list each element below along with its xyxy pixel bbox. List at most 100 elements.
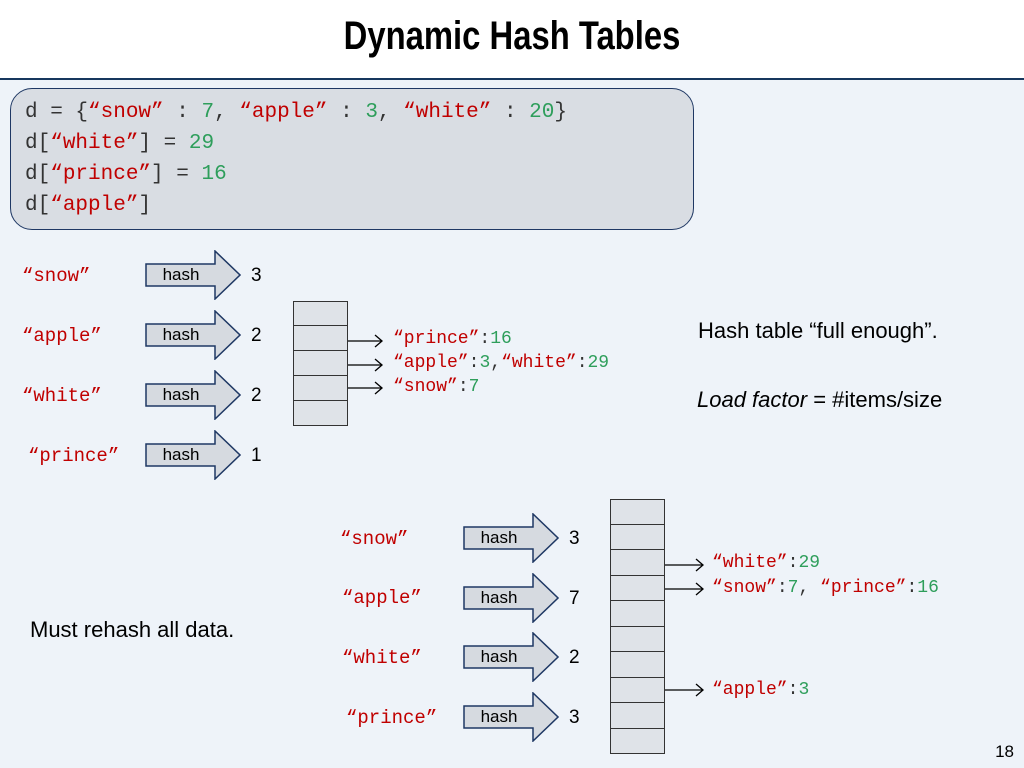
hash-index: 2 (251, 325, 262, 346)
code-text: ] (138, 194, 152, 217)
bucket-entry: “apple”:3 (712, 680, 809, 700)
key-apple: “apple” (342, 587, 422, 609)
hash-index: 2 (251, 385, 262, 406)
entry-key: “snow” (712, 578, 777, 598)
hash-index: 3 (569, 528, 580, 549)
hash-arrow-icon (463, 632, 559, 682)
title-bar (0, 0, 1024, 78)
load-factor-note: Load factor = #items/size (697, 387, 942, 413)
code-text: d[ (25, 163, 51, 186)
entry-key: “white” (501, 353, 577, 373)
bucket-array-small (293, 301, 348, 426)
full-enough-note: Hash table “full enough”. (698, 318, 938, 343)
code-value: 16 (201, 163, 227, 186)
bucket-cell (610, 499, 665, 525)
key-white: “white” (342, 647, 422, 669)
entry-key: “white” (712, 553, 788, 573)
entry-value: 3 (798, 680, 810, 700)
entry-value: 7 (468, 377, 480, 397)
hash-arrow-icon (145, 370, 241, 420)
bucket-entry: “apple”:3,“white”:29 (393, 353, 609, 373)
entry-key: “apple” (393, 353, 469, 373)
entry-sep: : (468, 353, 480, 373)
bucket-cell (610, 677, 665, 703)
hash-index: 7 (569, 588, 580, 609)
chain-arrows (665, 558, 704, 697)
chain-arrows (348, 334, 383, 395)
load-factor-term: Load factor (697, 387, 808, 412)
hash-arrow-icon (145, 430, 241, 480)
hash-label: hash (162, 385, 200, 404)
entry-key: “apple” (712, 680, 788, 700)
code-text: ] = (138, 132, 189, 155)
bucket-cell (610, 524, 665, 550)
entry-sep: : (776, 578, 788, 598)
code-text: : (163, 101, 202, 124)
bucket-cell (293, 351, 348, 376)
code-value: 3 (365, 101, 378, 124)
entry-sep: : (906, 578, 918, 598)
hash-index: 3 (251, 265, 262, 286)
entry-sep: : (479, 329, 491, 349)
bucket-entry: “snow”:7 (393, 377, 479, 397)
hash-label: hash (162, 265, 200, 284)
entry-sep: : (787, 553, 799, 573)
bucket-cell (293, 376, 348, 401)
code-line-1: d = {“snow” : 7, “apple” : 3, “white” : … (25, 101, 567, 124)
hash-label: hash (480, 528, 518, 547)
code-key: “apple” (50, 194, 139, 217)
hash-arrow-icon (145, 310, 241, 360)
key-apple: “apple” (22, 325, 102, 347)
entry-sep: , (490, 353, 502, 373)
code-key: “white” (50, 132, 139, 155)
code-line-3: d[“prince”] = 16 (25, 163, 227, 186)
entry-sep: : (457, 377, 469, 397)
load-factor-formula: = #items/size (807, 387, 943, 412)
entry-key: “snow” (393, 377, 458, 397)
code-key: “apple” (239, 101, 328, 124)
bucket-entry: “white”:29 (712, 553, 820, 573)
bucket-cell (610, 601, 665, 627)
title-divider (0, 78, 1024, 80)
code-text: } (554, 101, 567, 124)
code-text: : (491, 101, 530, 124)
code-line-4: d[“apple”] (25, 194, 151, 217)
code-text: d[ (25, 132, 51, 155)
rehash-note: Must rehash all data. (30, 617, 235, 642)
code-text: : (327, 101, 366, 124)
code-text: , (377, 101, 404, 124)
code-key: “white” (403, 101, 492, 124)
bucket-cell (610, 550, 665, 576)
hash-label: hash (480, 647, 518, 666)
entry-key: “prince” (820, 578, 907, 598)
hash-label: hash (162, 445, 200, 464)
entry-sep: , (798, 578, 821, 598)
code-box: d = {“snow” : 7, “apple” : 3, “white” : … (10, 88, 694, 230)
bucket-entry: “prince”:16 (393, 329, 512, 349)
hash-arrow-icon (463, 573, 559, 623)
code-value: 29 (188, 132, 215, 155)
code-key: “prince” (50, 163, 152, 186)
hash-arrow-icon (463, 692, 559, 742)
bucket-cell (610, 728, 665, 754)
code-key: “snow” (88, 101, 164, 124)
page-number: 18 (995, 742, 1014, 761)
bucket-entry: “snow”:7, “prince”:16 (712, 578, 939, 598)
bucket-cell (610, 703, 665, 729)
entry-value: 3 (479, 353, 491, 373)
entry-value: 16 (917, 578, 939, 598)
key-white: “white” (22, 385, 102, 407)
code-text: d[ (25, 194, 51, 217)
bucket-array-large (610, 499, 665, 754)
code-value: 20 (529, 101, 555, 124)
bucket-cell (293, 401, 348, 426)
hash-index: 3 (569, 707, 580, 728)
code-line-2: d[“white”] = 29 (25, 132, 214, 155)
hash-label: hash (480, 588, 518, 607)
entry-value: 29 (587, 353, 610, 373)
hash-arrow-icon (463, 513, 559, 563)
code-text: d = { (25, 101, 89, 124)
key-snow: “snow” (340, 528, 409, 550)
entry-value: 16 (490, 329, 512, 349)
hash-arrow-icon (145, 250, 241, 300)
